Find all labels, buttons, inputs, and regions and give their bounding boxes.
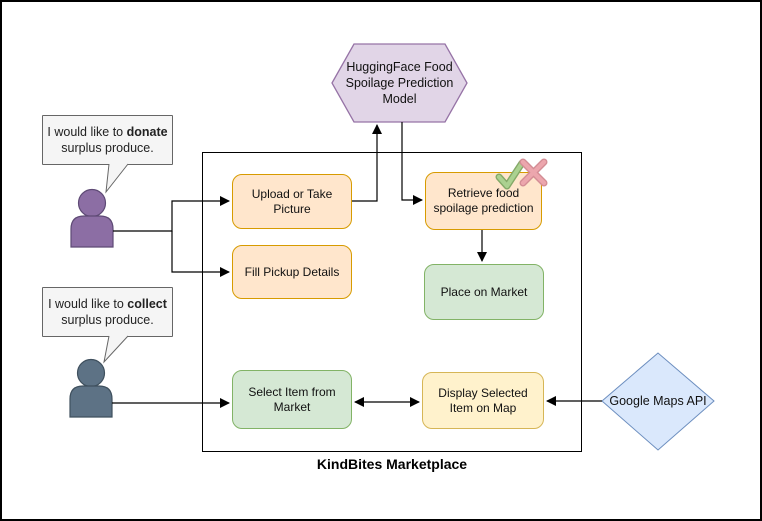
marketplace-title: KindBites Marketplace bbox=[316, 456, 468, 472]
node-label: Upload or Take Picture bbox=[251, 186, 333, 216]
place-on-market-node: Place on Market bbox=[424, 264, 544, 320]
node-label: Display Selected Item on Map bbox=[438, 385, 528, 415]
node-label: Retrieve food spoilage prediction bbox=[433, 186, 534, 215]
collector-person-icon bbox=[69, 358, 113, 418]
donor-bubble-tail bbox=[105, 163, 129, 194]
collector-bubble-tail bbox=[103, 335, 129, 364]
node-label: Select Item from Market bbox=[248, 384, 336, 414]
donor-speech-bubble: I would like to donate surplus produce. bbox=[42, 115, 173, 165]
node-label: Fill Pickup Details bbox=[244, 264, 340, 279]
donor-person-icon bbox=[70, 188, 114, 248]
collector-speech-bubble: I would like to collect surplus produce. bbox=[42, 287, 173, 337]
google-maps-api-label: Google Maps API bbox=[609, 393, 707, 408]
huggingface-model-label: HuggingFace Food Spoilage Prediction Mod… bbox=[345, 59, 454, 107]
retrieve-spoilage-prediction-node: Retrieve food spoilage prediction bbox=[425, 172, 542, 230]
select-item-from-market-node: Select Item from Market bbox=[232, 370, 352, 429]
collector-speech-text: I would like to collect surplus produce. bbox=[48, 296, 167, 327]
donor-speech-text: I would like to donate surplus produce. bbox=[47, 124, 168, 155]
display-item-on-map-node: Display Selected Item on Map bbox=[422, 372, 544, 429]
upload-or-take-picture-node: Upload or Take Picture bbox=[232, 174, 352, 229]
fill-pickup-details-node: Fill Pickup Details bbox=[232, 245, 352, 299]
node-label: Place on Market bbox=[440, 284, 528, 299]
